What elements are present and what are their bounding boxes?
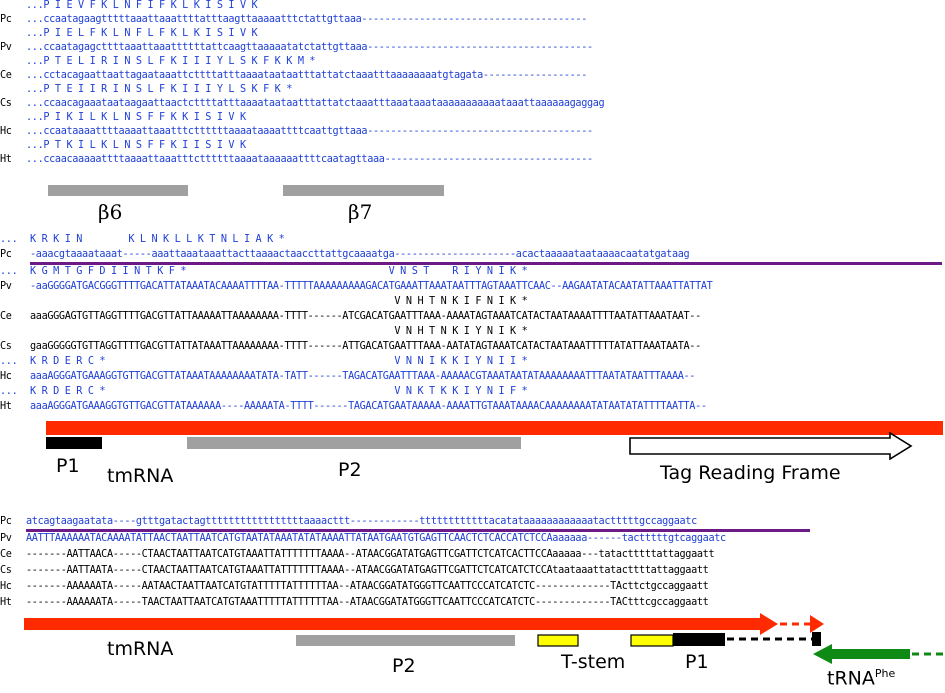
tag-reading-frame-label: Tag Reading Frame bbox=[660, 462, 841, 484]
beta7-label: β7 bbox=[348, 200, 373, 224]
seq-row-ce: Ce-------AATTAACA-----CTAACTAATTAATCATGT… bbox=[0, 549, 715, 560]
aa-row-hc: ...K R D E R C * V N N I K K I Y N I I * bbox=[0, 356, 528, 367]
seq-row-hc: Hc-------AAAAAATA-----AATAACTAATTAATCATG… bbox=[0, 581, 709, 592]
aa-row-pc: ...K R K I N K L N K L L K T N L I A K * bbox=[0, 234, 285, 245]
aa-row-hc: ...P I K I L K L N S F F K K I S I V K bbox=[26, 112, 246, 123]
trna-label-text: tRNA bbox=[827, 667, 875, 690]
seq-row-cs: Cs-------AATTAATA-----CTAACTAATTAATCATGT… bbox=[0, 565, 709, 576]
beta6-label: β6 bbox=[98, 200, 123, 224]
p2-label-block3: P2 bbox=[392, 655, 416, 677]
p1-label-block3: P1 bbox=[685, 651, 709, 673]
aa-row-cs: V N H T N K I Y N I K * bbox=[30, 326, 528, 337]
p1-bar-block3 bbox=[673, 633, 725, 646]
aa-row-ce: V N H T N K I F N I K * bbox=[30, 296, 528, 307]
trna-arrow-green bbox=[813, 644, 910, 664]
beta6-bar bbox=[48, 185, 188, 196]
aa-row-ht: ...P T K I L K L N S F F K I I S I V K bbox=[26, 140, 246, 151]
seq-row-pv: Pv...ccaatagagcttttaaattaaattttttattcaag… bbox=[0, 42, 593, 53]
trna-phe-label: tRNAPhe bbox=[827, 667, 895, 689]
tstem-label: T-stem bbox=[561, 651, 626, 673]
tmrna-arrow-red bbox=[24, 613, 778, 635]
tmrna-label: tmRNA bbox=[107, 465, 174, 487]
beta7-bar bbox=[283, 185, 444, 196]
aa-row-pv: ...P I E L F K L N F L F K L K I S I V K bbox=[26, 28, 258, 39]
seq-row-ce: Ce...cctacagaattaattagaataaattcttttattta… bbox=[0, 70, 587, 81]
aa-row-pv: ...K G M T G F D I I N T K F * V N S T R… bbox=[0, 266, 528, 277]
seq-row-pc: Pc...ccaatagaagtttttaaattaaattttatttaagt… bbox=[0, 14, 587, 25]
seq-row-ht: Ht...ccaacaaaaattttaaaattaaatttcttttttaa… bbox=[0, 154, 593, 165]
seq-row-pc: Pc-aaacgtaaaataaat-----aaattaaataaattact… bbox=[0, 249, 690, 260]
tmrna-dashed-arrowhead bbox=[810, 615, 824, 633]
aa-row-ht: ...K R D E R C * V N K T K K I Y N I F * bbox=[0, 386, 528, 397]
p1-end-block bbox=[812, 632, 821, 646]
tstem-box-right bbox=[630, 634, 674, 647]
p2-bar-block3 bbox=[296, 635, 515, 646]
aa-row-pc: ...P I E V F K L N F I F K L K I S I V K bbox=[26, 0, 258, 11]
seq-row-ht: Ht-------AAAAAATA-----TAACTAATTAATCATGTA… bbox=[0, 597, 709, 608]
seq-row-cs: Cs...ccaacagaaataataagaattaactcttttattta… bbox=[0, 98, 605, 109]
tag-reading-frame-arrow bbox=[629, 432, 913, 460]
tstem-box-left bbox=[537, 634, 579, 647]
purple-underline-block3 bbox=[26, 529, 810, 532]
seq-row-pv: Pv-aaGGGGATGACGGGTTTTGACATTATAAATACAAAAT… bbox=[0, 281, 713, 292]
p1-label: P1 bbox=[56, 455, 80, 477]
p2-label: P2 bbox=[338, 459, 362, 481]
trna-superscript: Phe bbox=[874, 667, 896, 680]
tmrna-bar-red bbox=[46, 421, 943, 435]
aa-row-cs: ...P T E I I R I N S L F K I I I Y L S K… bbox=[26, 84, 293, 95]
p1-bar bbox=[46, 437, 102, 449]
seq-row-hc: Hc...ccaataaaattttaaaattaaatttcttttttaaa… bbox=[0, 126, 593, 137]
block3-annotation-graphics bbox=[24, 613, 945, 664]
p2-bar bbox=[187, 437, 521, 449]
aa-row-ce: ...P T E L I R I N S L F K I I I Y L S K… bbox=[26, 56, 316, 67]
tmrna-label-block3: tmRNA bbox=[107, 638, 174, 660]
purple-underline-block2 bbox=[30, 262, 942, 265]
